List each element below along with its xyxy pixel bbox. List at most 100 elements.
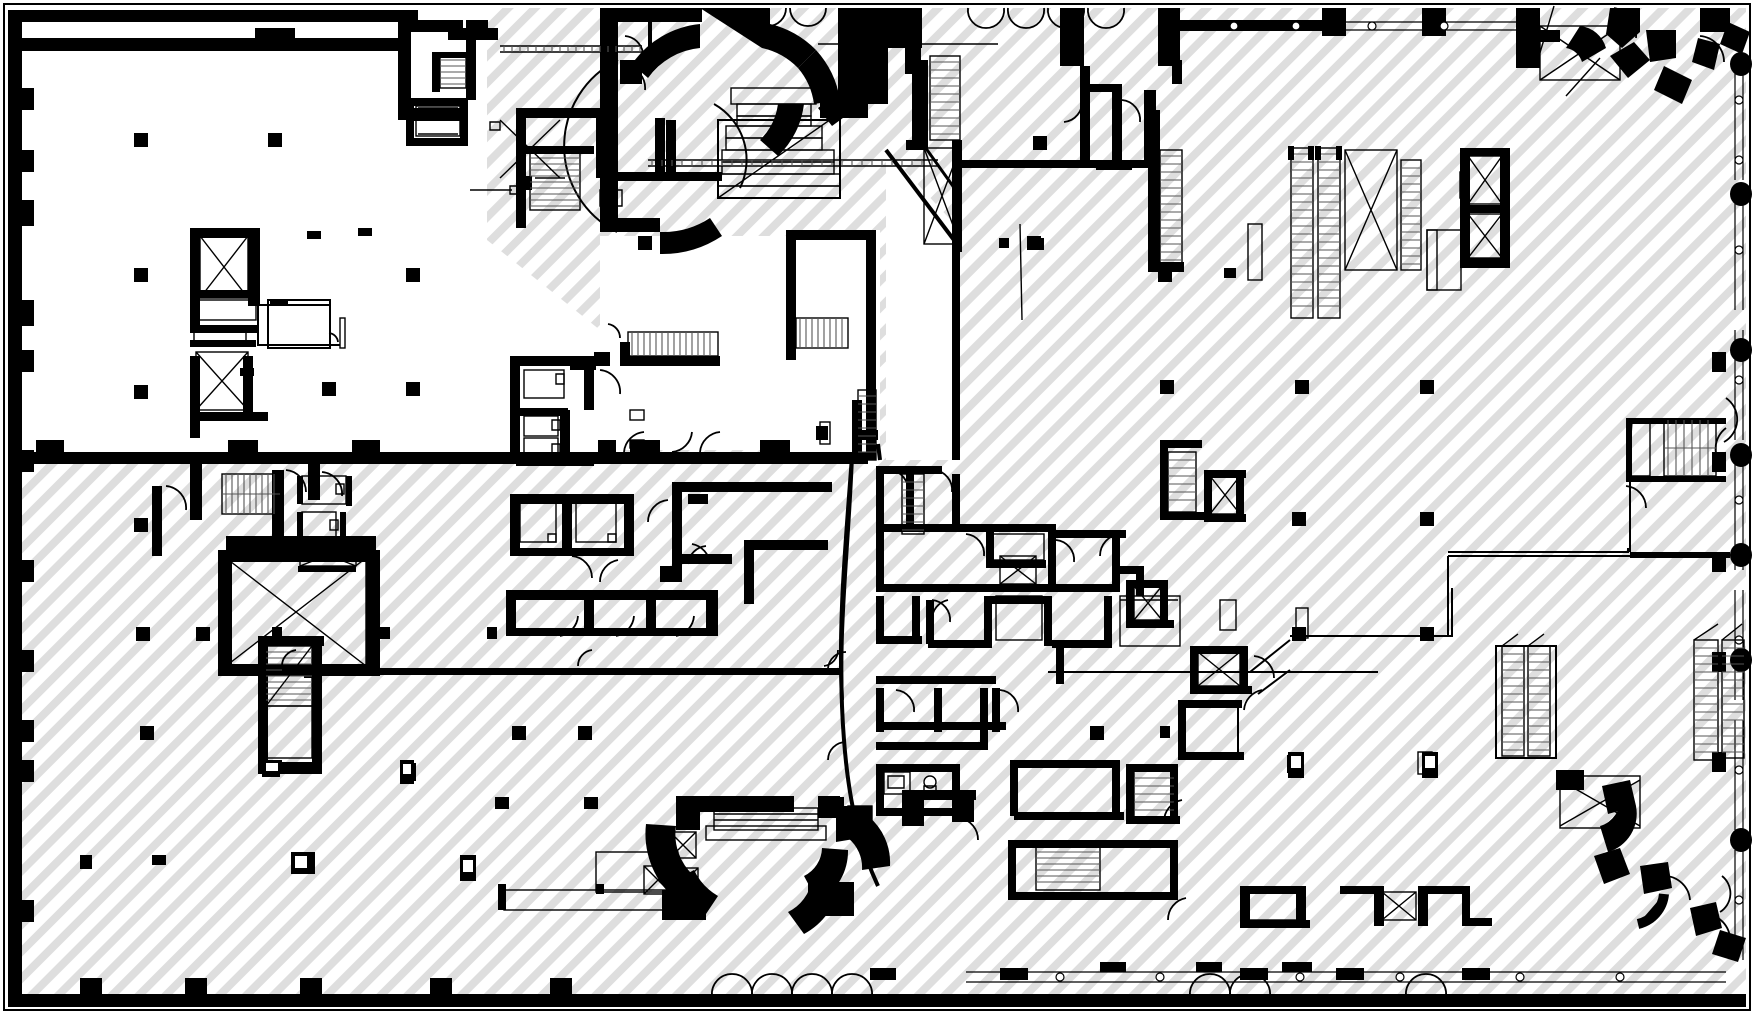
shaft-x-mark [1467,213,1503,259]
door-swing [615,615,635,637]
fixture [629,439,645,449]
column [1224,268,1236,278]
stepped-seating [717,87,845,199]
column [1420,512,1434,526]
door-swing [1063,99,1083,123]
shaft-x-mark [1467,155,1503,205]
center-right-offices [876,466,1181,750]
column [584,797,598,809]
detail-line [1019,223,1023,321]
seating-step [713,807,819,831]
column [268,133,282,147]
corridor-line [1249,639,1291,673]
north-rotunda-zone [470,8,888,366]
east-curtain-wall [1712,52,1752,960]
sheet-frame [3,3,1751,1011]
stair-run [1400,159,1422,271]
right-center-shafts [1048,440,1632,711]
column [999,238,1009,248]
east-stair-lower [1693,623,1745,761]
closet-outline [415,105,461,137]
column [272,627,282,639]
column [1032,238,1044,250]
column [134,385,148,399]
door-swing [1121,99,1141,123]
column [1292,512,1306,526]
door-swing [599,369,621,395]
door-swing [671,431,693,453]
fixture [1295,607,1309,639]
door-swing [1719,875,1732,913]
canopy-line [1535,5,1601,97]
door-swing [1699,35,1725,63]
stair-treads [530,157,580,207]
door-swing [599,559,619,583]
lobby-room [267,299,331,349]
shaft-x-mark [199,235,249,299]
column [638,236,652,250]
small-room [599,189,623,207]
small-fixture [489,121,501,131]
shaft [1381,891,1417,921]
west-small-rooms [297,475,357,572]
door-swing [281,649,297,667]
entry-vestibule [1559,775,1641,829]
stair-run [929,55,961,141]
door-swing [965,533,985,557]
door-swing [571,555,593,579]
column [1420,627,1434,641]
shaft [1197,651,1241,687]
door-swing [823,649,839,667]
door-swing [1243,689,1263,711]
column [1420,380,1434,394]
corner-cluster-se [1556,770,1746,962]
northwest-core [190,228,346,438]
door-swing [607,323,621,339]
platform [595,851,679,893]
corridor-partitions [660,482,832,604]
vestibule [643,865,673,895]
door-swing [647,499,669,523]
door-swing [321,471,343,497]
column [1292,627,1306,641]
shaft-x-mark [1344,149,1398,271]
vestibule-x [669,831,697,859]
corridor-line [1257,669,1291,695]
column [80,855,92,869]
column [358,228,372,236]
escalator-pair-se [1495,633,1557,759]
stair-run [901,473,925,535]
curtain-wall-south [966,971,1726,983]
door-swing [675,615,695,637]
stair-lower-middle [607,317,849,366]
room-outline [1448,548,1629,553]
fixture [819,421,831,445]
shaft-x-mark [1209,475,1241,515]
seating-step [705,825,827,841]
stair-enclosure-walls [516,108,722,228]
column [1160,380,1174,394]
door-swing [1613,7,1637,39]
door-swing [699,431,721,453]
column [380,627,390,639]
door-swing [931,599,951,623]
stall-row-lower [506,590,718,637]
column [240,368,254,376]
office-sub-outlines [987,533,1181,647]
door-swing [165,485,187,511]
north-wall-segments [888,8,1560,84]
column [578,726,592,740]
door-swing [1663,875,1691,901]
column [322,382,336,396]
column [140,726,154,740]
column [136,627,150,641]
rotunda-arc [563,59,619,233]
door-swing [624,35,644,59]
central-toilet-block [281,352,842,675]
door-swing [623,431,645,453]
shaft-x-mark [499,119,561,179]
shaft [1209,475,1241,515]
door-swing-row [749,7,1125,29]
column [406,268,420,282]
